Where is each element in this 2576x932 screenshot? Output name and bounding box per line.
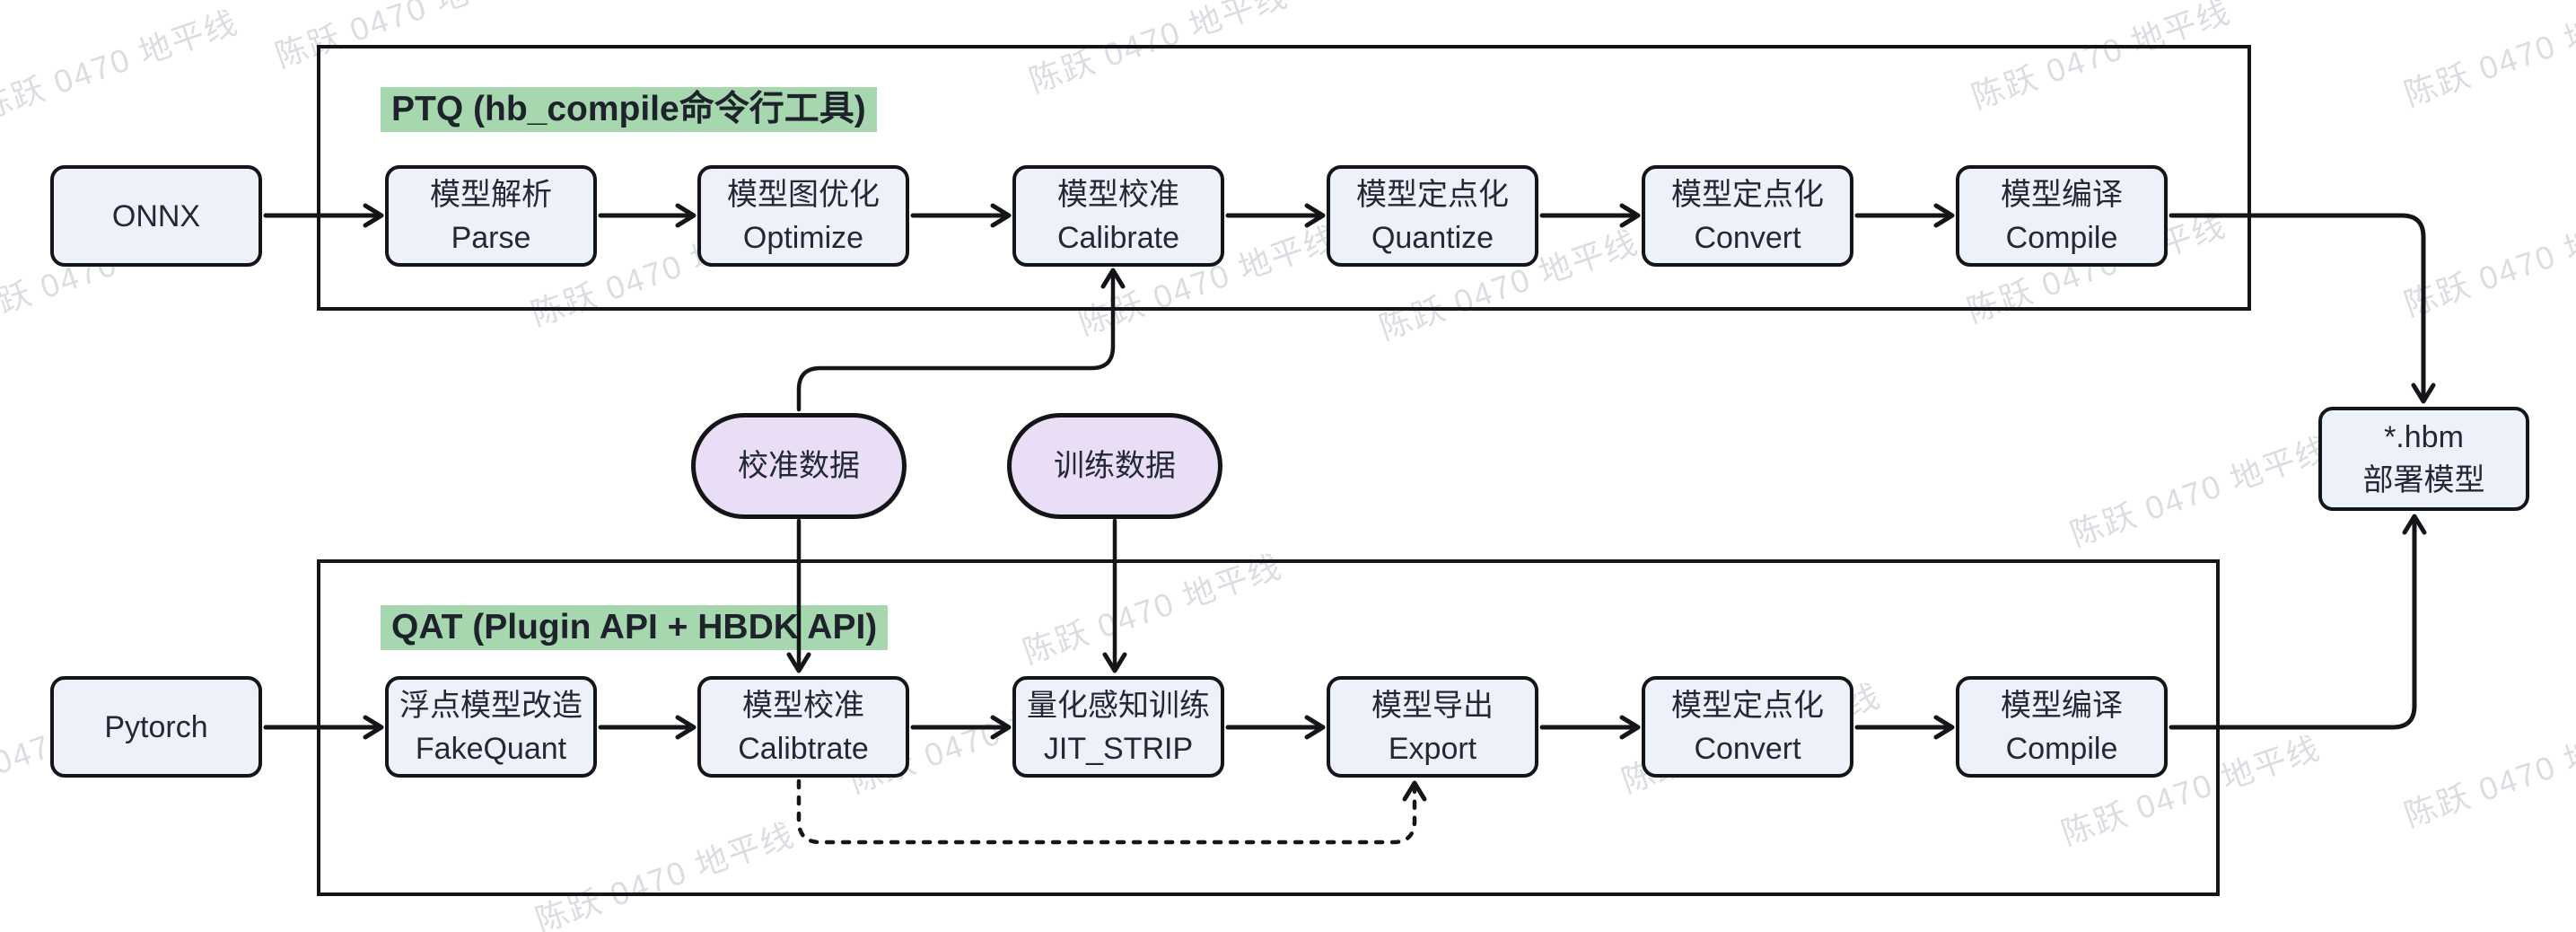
qat-step-fakequant: 浮点模型改造 FakeQuant bbox=[385, 676, 597, 778]
hbm-label-line1: *.hbm bbox=[2384, 420, 2464, 454]
step-label-en: Export bbox=[1388, 731, 1477, 766]
qat-step-export: 模型导出 Export bbox=[1327, 676, 1538, 778]
watermark-text: 陈跃 0470 地平线 bbox=[2399, 710, 2576, 834]
step-label-cn: 模型编译 bbox=[2001, 688, 2123, 723]
node-onnx: ONNX bbox=[50, 165, 262, 267]
hbm-label-line2: 部署模型 bbox=[2362, 463, 2485, 497]
qat-step-calibtrate: 模型校准 Calibtrate bbox=[697, 676, 909, 778]
qat-title: QAT (Plugin API + HBDK API) bbox=[381, 605, 889, 650]
step-label-cn: 模型定点化 bbox=[1356, 177, 1509, 212]
step-label-en: Convert bbox=[1694, 731, 1801, 766]
step-label-cn: 模型定点化 bbox=[1671, 177, 1824, 212]
watermark-text: 陈跃 0470 地平线 bbox=[2399, 199, 2576, 323]
ptq-step-calibrate: 模型校准 Calibrate bbox=[1012, 165, 1224, 267]
step-label-cn: 浮点模型改造 bbox=[399, 688, 583, 723]
node-training-data: 训练数据 bbox=[1007, 413, 1222, 519]
ptq-step-quantize: 模型定点化 Quantize bbox=[1327, 165, 1538, 267]
watermark-text: 陈跃 0470 地平线 bbox=[0, 3, 243, 127]
watermark-text: 陈跃 0470 地平线 bbox=[2065, 429, 2335, 553]
step-label-en: Convert bbox=[1694, 220, 1801, 255]
step-label-cn: 模型图优化 bbox=[727, 177, 880, 212]
node-calibration-data: 校准数据 bbox=[691, 413, 907, 519]
ptq-step-parse: 模型解析 Parse bbox=[385, 165, 597, 267]
step-label-en: Compile bbox=[2005, 220, 2118, 255]
step-label-cn: 模型编译 bbox=[2001, 177, 2123, 212]
step-label-en: Parse bbox=[451, 220, 531, 255]
step-label-en: FakeQuant bbox=[415, 731, 567, 766]
step-label-en: JIT_STRIP bbox=[1043, 731, 1194, 766]
ptq-title: PTQ (hb_compile命令行工具) bbox=[381, 87, 877, 132]
step-label-cn: 模型解析 bbox=[430, 177, 552, 212]
step-label-cn: 量化感知训练 bbox=[1027, 688, 1210, 723]
qat-step-jitstrip: 量化感知训练 JIT_STRIP bbox=[1012, 676, 1224, 778]
stadium-label: 训练数据 bbox=[1054, 449, 1176, 483]
step-label-cn: 模型校准 bbox=[1057, 177, 1179, 212]
step-label-en: Optimize bbox=[742, 220, 864, 255]
step-label-en: Calibtrate bbox=[738, 731, 869, 766]
ptq-step-optimize: 模型图优化 Optimize bbox=[697, 165, 909, 267]
step-label-en: Quantize bbox=[1371, 220, 1494, 255]
node-pytorch: Pytorch bbox=[50, 676, 262, 778]
ptq-step-compile: 模型编译 Compile bbox=[1956, 165, 2168, 267]
node-onnx-label: ONNX bbox=[111, 198, 201, 233]
step-label-cn: 模型导出 bbox=[1371, 688, 1494, 723]
node-hbm-output: *.hbm 部署模型 bbox=[2318, 407, 2529, 511]
step-label-cn: 模型校准 bbox=[742, 688, 864, 723]
step-label-cn: 模型定点化 bbox=[1671, 688, 1824, 723]
qat-step-convert: 模型定点化 Convert bbox=[1642, 676, 1853, 778]
stadium-label: 校准数据 bbox=[738, 449, 860, 483]
ptq-container-frame bbox=[317, 45, 2251, 311]
step-label-en: Compile bbox=[2005, 731, 2118, 766]
step-label-en: Calibrate bbox=[1056, 220, 1180, 255]
qat-step-compile: 模型编译 Compile bbox=[1956, 676, 2168, 778]
node-pytorch-label: Pytorch bbox=[104, 709, 208, 744]
ptq-step-convert: 模型定点化 Convert bbox=[1642, 165, 1853, 267]
watermark-text: 陈跃 0470 地平线 bbox=[2399, 0, 2576, 113]
